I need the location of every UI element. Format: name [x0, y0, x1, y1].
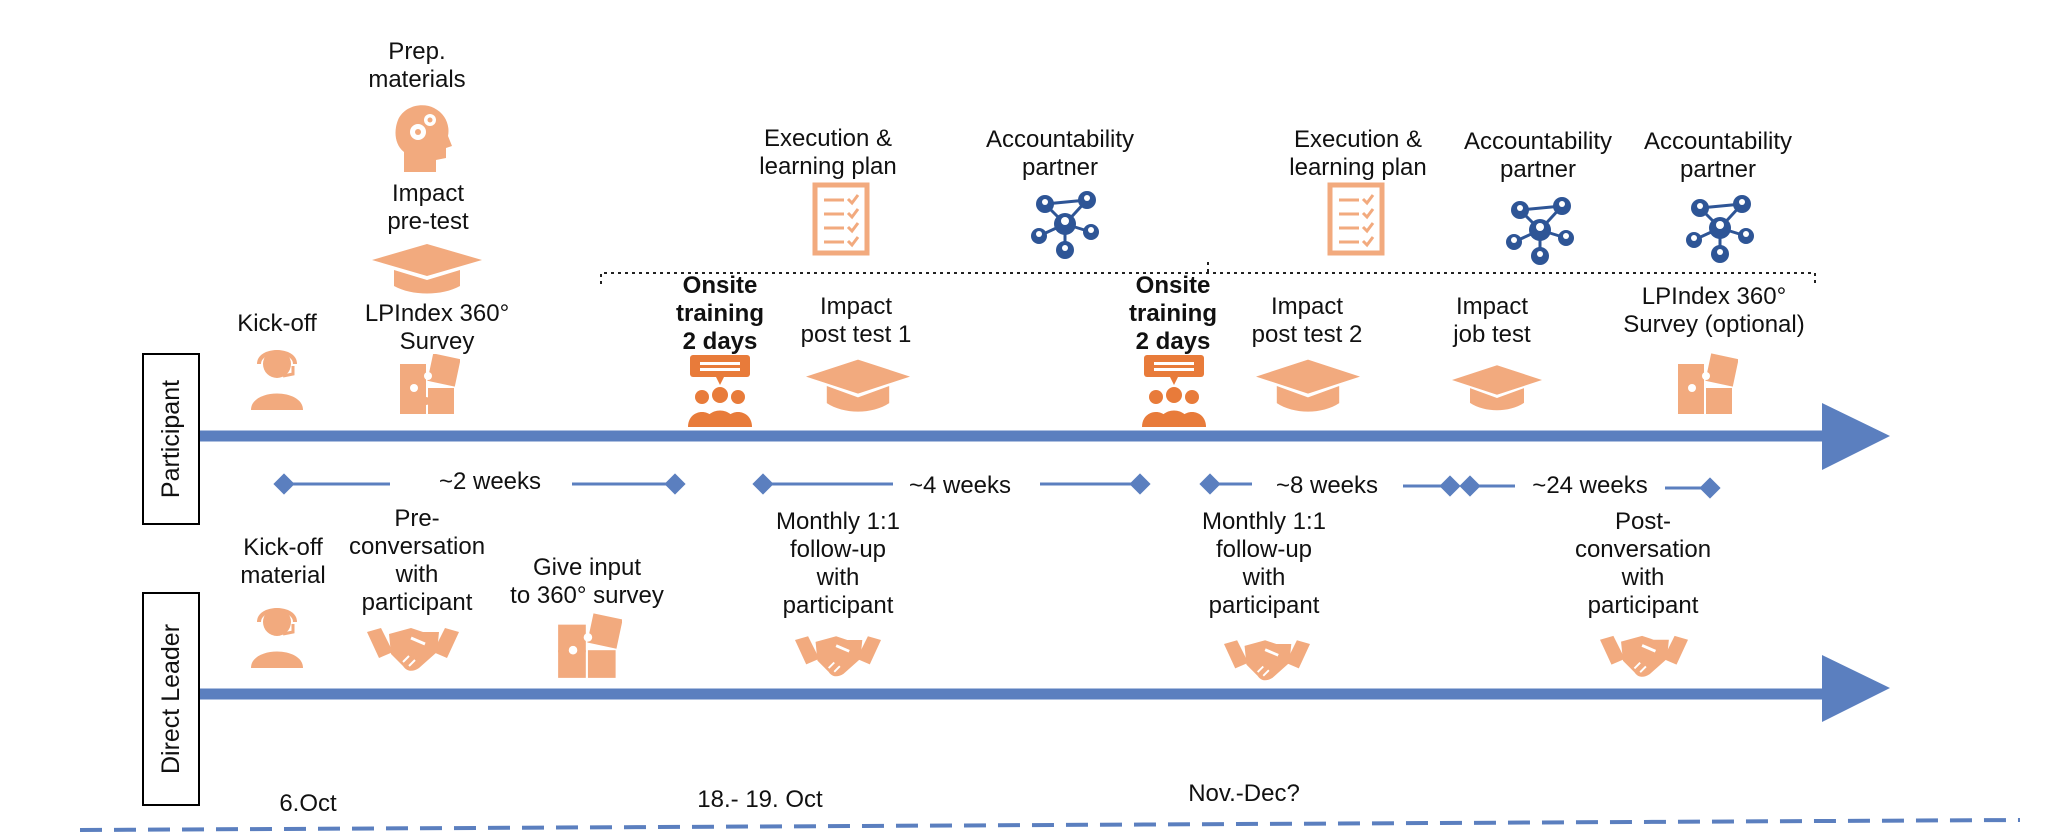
- onsite-training-2-label: Onsite training 2 days: [1129, 272, 1217, 355]
- interval-8-weeks: ~8 weeks: [1275, 472, 1379, 499]
- graduation-cap-icon: [372, 244, 482, 294]
- accountability-partner-1-label: Accountability partner: [985, 126, 1135, 181]
- accountability-partner-2-label: Accountability partner: [1463, 128, 1613, 183]
- pre-conversation-label: Pre- conversation with participant: [348, 505, 486, 616]
- prep-materials-label: Prep. materials: [368, 38, 466, 93]
- lpindex-360-label: LPIndex 360° Survey: [364, 300, 510, 355]
- checklist-icon: [812, 182, 870, 256]
- kickoff-label: Kick-off: [237, 310, 317, 337]
- interval-24-weeks: ~24 weeks: [1532, 472, 1648, 499]
- headset-person-icon: [251, 608, 303, 668]
- onsite-training-1-label: Onsite training 2 days: [676, 272, 764, 355]
- execution-learning-plan-2-label: Execution & learning plan: [1289, 126, 1427, 181]
- puzzle-icon: [1678, 353, 1738, 414]
- handshake-icon: [1224, 640, 1310, 681]
- people-network-icon: [1031, 191, 1099, 259]
- interval-2-weeks: ~2 weeks: [438, 468, 542, 495]
- graduation-cap-icon: [1256, 359, 1360, 412]
- dashed-separator: [79, 818, 2021, 832]
- date-18-19-oct: 18.- 19. Oct: [697, 786, 823, 813]
- head-gears-icon: [395, 105, 452, 172]
- impact-pretest-label: Impact pre-test: [387, 180, 469, 235]
- leader-lane-label: Direct Leader: [142, 592, 200, 806]
- date-6-oct: 6.Oct: [279, 790, 337, 817]
- give-input-label: Give input to 360° survey: [510, 554, 664, 609]
- participant-lane-label: Participant: [142, 353, 200, 525]
- people-network-icon: [1506, 197, 1574, 265]
- puzzle-icon: [558, 613, 622, 678]
- follow-up-bracket: [600, 272, 1816, 284]
- people-network-icon: [1686, 195, 1754, 263]
- graduation-cap-icon: [1452, 365, 1542, 411]
- impact-post-test-2-label: Impact post test 2: [1251, 293, 1363, 348]
- date-nov-dec: Nov.-Dec?: [1188, 780, 1300, 807]
- impact-post-test-1-label: Impact post test 1: [800, 293, 912, 348]
- graduation-cap-icon: [806, 359, 910, 412]
- group-training-icon: [688, 355, 752, 427]
- headset-person-icon: [251, 350, 303, 410]
- accountability-partner-3-label: Accountability partner: [1643, 128, 1793, 183]
- interval-4-weeks: ~4 weeks: [908, 472, 1012, 499]
- monthly-followup-2-label: Monthly 1:1 follow-up with participant: [1201, 508, 1327, 619]
- monthly-followup-1-label: Monthly 1:1 follow-up with participant: [775, 508, 901, 619]
- group-training-icon: [1142, 355, 1206, 427]
- lpindex-360-optional-label: LPIndex 360° Survey (optional): [1623, 283, 1805, 338]
- kickoff-material-label: Kick-off material: [240, 534, 326, 589]
- participant-arrow-head: [1822, 403, 1890, 470]
- handshake-icon: [367, 628, 459, 671]
- impact-job-test-label: Impact job test: [1453, 293, 1531, 348]
- post-conversation-label: Post- conversation with participant: [1574, 508, 1712, 619]
- puzzle-icon: [400, 354, 460, 414]
- handshake-icon: [795, 636, 881, 677]
- handshake-icon: [1600, 635, 1688, 677]
- leader-arrow-head: [1822, 655, 1890, 722]
- execution-learning-plan-1-label: Execution & learning plan: [759, 125, 897, 180]
- checklist-icon: [1327, 182, 1385, 256]
